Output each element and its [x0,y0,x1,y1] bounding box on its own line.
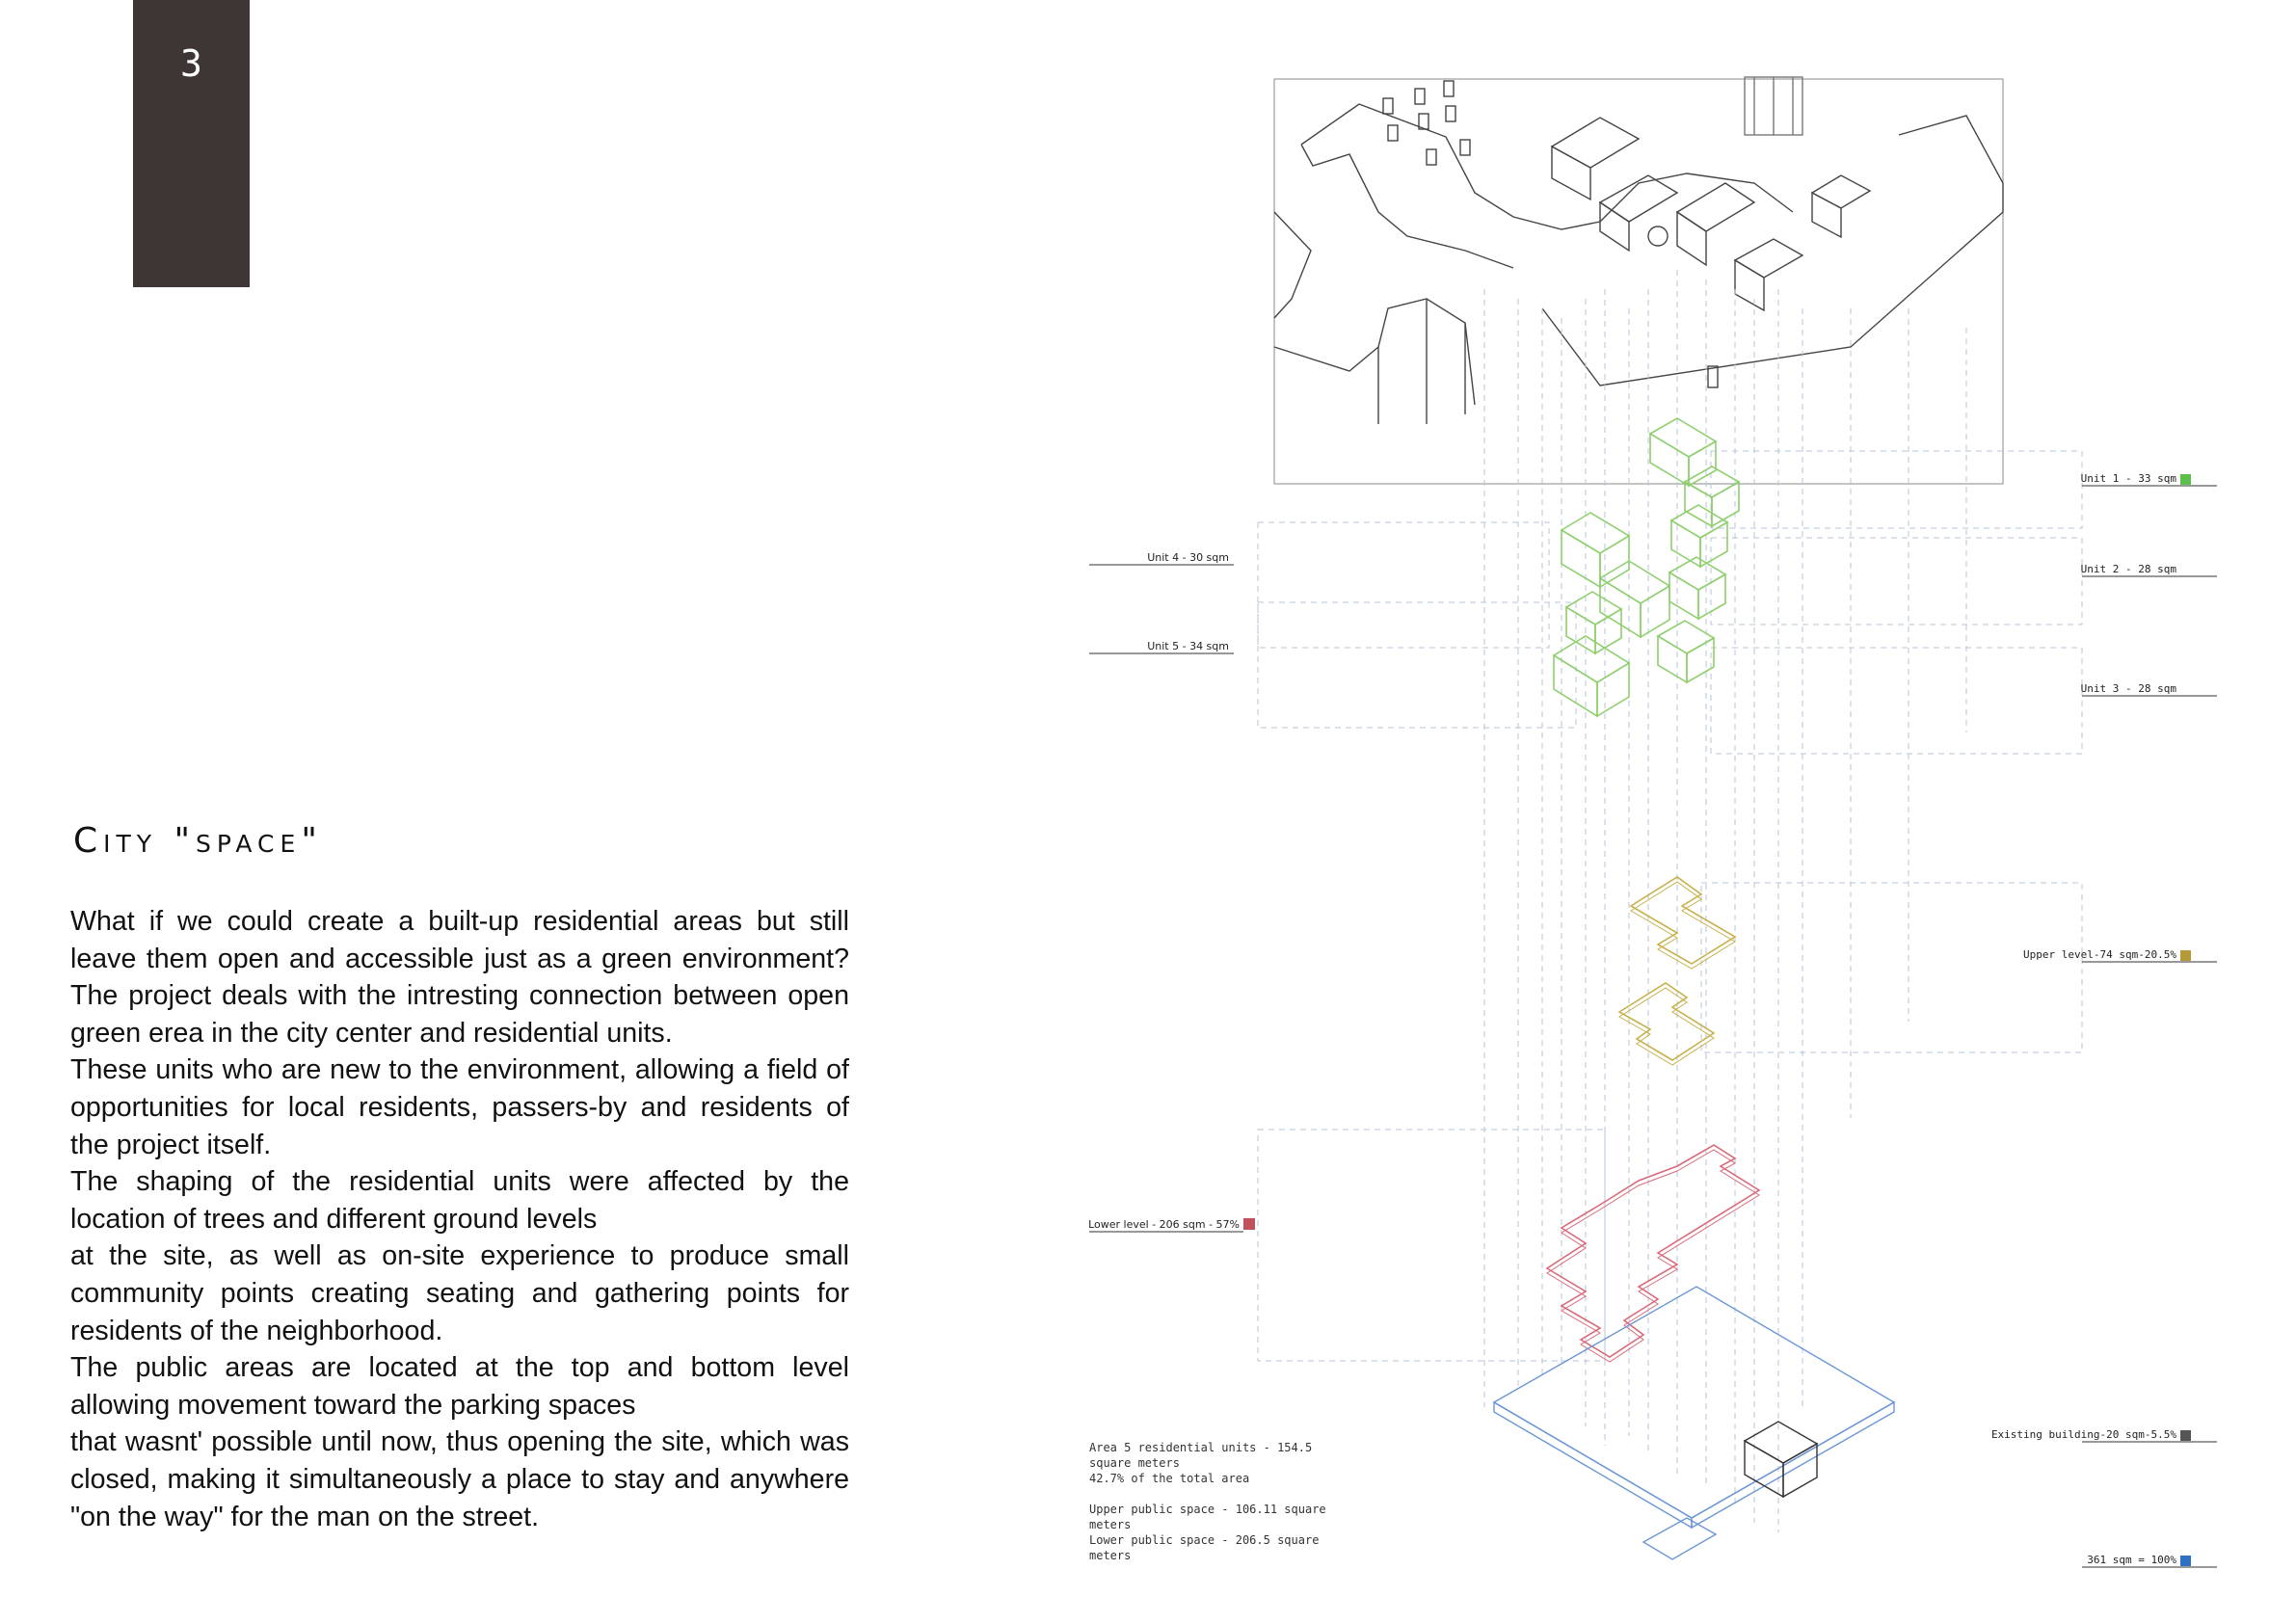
page-number: 3 [180,42,202,85]
right-labels: Unit 1 - 33 sqm Unit 2 - 28 sqm Unit 3 -… [1991,472,2191,1566]
label-unit-3: Unit 3 - 28 sqm [2081,682,2177,695]
swatch-existing-building [2180,1430,2191,1441]
stat-line: meters [1089,1549,1131,1562]
upper-public-level [1617,876,1737,1066]
right-label-leaders [2082,485,2217,1568]
swatch-upper-level [2180,950,2191,961]
left-label-leaders [1089,564,1243,1233]
stat-line: Area 5 residential units - 154.5 [1089,1441,1312,1454]
body-paragraph: at the site, as well as on-site experien… [70,1240,849,1346]
label-unit-5: Unit 5 - 34 sqm [1147,640,1229,652]
body-paragraph: that wasnt' possible until now, thus ope… [70,1426,849,1532]
stat-line: square meters [1089,1456,1180,1470]
projection-guides [1257,270,2083,1532]
body-paragraph: What if we could create a built-up resid… [70,906,849,1049]
label-upper-level: Upper level-74 sqm-20.5% [2023,948,2176,961]
label-lower-level: Lower level - 206 sqm - 57% [1088,1218,1240,1231]
body-paragraph: The shaping of the residential units wer… [70,1166,849,1235]
stat-line: meters [1089,1518,1131,1531]
existing-building-block [1743,1421,1819,1499]
stat-line: 42.7% of the total area [1089,1472,1249,1485]
body-text: What if we could create a built-up resid… [70,903,849,1535]
exploded-axonometric-diagram: Unit 1 - 33 sqm Unit 2 - 28 sqm Unit 3 -… [1060,58,2217,1600]
label-unit-2: Unit 2 - 28 sqm [2081,563,2177,575]
swatch-lower-level [1243,1218,1255,1230]
swatch-total [2180,1556,2191,1566]
area-statistics: Area 5 residential units - 154.5 square … [1089,1441,1326,1562]
context-buildings [1273,76,2004,485]
stat-line: Lower public space - 206.5 square [1089,1533,1319,1547]
left-labels: Unit 4 - 30 sqm Unit 5 - 34 sqm Lower le… [1088,551,1255,1231]
diagram-svg: Unit 1 - 33 sqm Unit 2 - 28 sqm Unit 3 -… [1088,76,2217,1568]
body-paragraph: The public areas are located at the top … [70,1352,849,1421]
stat-line: Upper public space - 106.11 square [1089,1503,1326,1516]
page-title: City "space" [73,821,323,861]
site-base-plane [1492,1286,1896,1560]
label-unit-1: Unit 1 - 33 sqm [2081,472,2177,485]
page-number-tab: 3 [133,0,250,287]
label-total: 361 sqm = 100% [2087,1554,2176,1566]
lower-public-level [1545,1144,1761,1363]
residential-units [1552,417,1741,718]
label-existing-building: Existing building-20 sqm-5.5% [1991,1428,2176,1441]
label-unit-4: Unit 4 - 30 sqm [1147,551,1229,564]
body-paragraph: These units who are new to the environme… [70,1054,849,1160]
swatch-unit-1 [2180,474,2191,485]
